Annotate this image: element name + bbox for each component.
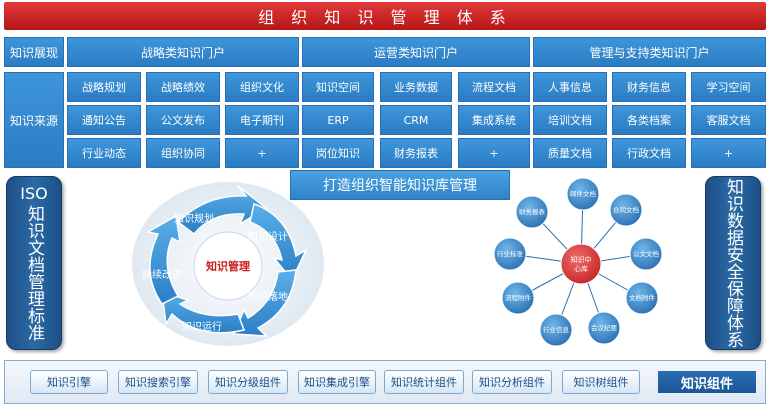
hub-center-circle[interactable] [560,243,602,285]
iso-standard-panel: ISO 知识文档管理标准 [6,176,62,350]
source-item[interactable]: 学习空间 [691,72,766,102]
hub-node[interactable] [566,177,600,211]
component-button[interactable]: 知识分级组件 [208,370,288,394]
row-label-display: 知识展现 [4,37,64,67]
cycle-center-label: 知识管理 [205,259,250,273]
source-item[interactable]: 财务报表 [380,138,452,168]
security-panel: 知识数据安全保障体系 [705,176,761,350]
system-title: 组 织 知 识 管 理 体 系 [4,2,766,30]
hub-node-label: 合同文档 [613,205,639,214]
hub-node-label: 流程附件 [505,293,532,302]
hub-node-label: 公文文档 [633,249,659,258]
hub-node-label: 邮件文档 [570,189,596,198]
hub-center-label: 知识中心库 [571,255,592,273]
hub-node[interactable] [625,281,659,315]
source-item[interactable]: 客服文档 [691,105,766,135]
cycle-segment-planning [176,185,268,236]
security-text: 知识数据安全保障体系 [723,178,743,348]
iso-label: ISO [20,184,48,203]
source-item[interactable]: 行业动态 [67,138,141,168]
component-button[interactable]: 知识分析组件 [472,370,552,394]
cycle-center-circle [193,231,263,301]
cycle-label-landing: 知识落地 [248,290,288,303]
source-item[interactable]: 质量文档 [533,138,607,168]
source-item[interactable]: 组织协同 [146,138,220,168]
source-item[interactable]: 行政文档 [612,138,686,168]
component-button[interactable]: 知识集成引擎 [298,370,376,394]
hub-node[interactable] [501,281,535,315]
source-item[interactable]: 培训文档 [533,105,607,135]
hub-node[interactable] [587,311,621,345]
hub-node-label: 财务报表 [519,207,546,216]
hub-node-label: 会议纪要 [591,323,618,332]
add-item-button[interactable]: + [691,138,766,168]
source-item[interactable]: 人事信息 [533,72,607,102]
source-item[interactable]: 公文发布 [146,105,220,135]
source-item[interactable]: 各类档案 [612,105,686,135]
source-item[interactable]: 集成系统 [458,105,530,135]
source-item[interactable]: 战略绩效 [146,72,220,102]
hub-node[interactable] [493,237,527,271]
source-item[interactable]: 流程文档 [458,72,530,102]
source-item[interactable]: 组织文化 [225,72,299,102]
add-item-button[interactable]: + [225,138,299,168]
source-item[interactable]: 战略规划 [67,72,141,102]
cycle-label-planning: 知识规划 [174,212,214,225]
source-item[interactable]: 财务信息 [612,72,686,102]
cycle-label-design: 知识设计 [248,230,288,243]
component-button[interactable]: 知识搜索引擎 [118,370,198,394]
source-item[interactable]: ERP [302,105,374,135]
center-banner: 打造组织智能知识库管理 [290,170,510,200]
source-item[interactable]: 电子期刊 [225,105,299,135]
portal-management[interactable]: 管理与支持类知识门户 [533,37,766,67]
source-item[interactable]: 岗位知识 [302,138,374,168]
knowledge-hub-diagram: 邮件文档 合同文档 公文文档 文档附件 会议纪要 行业信息 流程附件 行业标准 … [493,177,663,346]
component-button[interactable]: 知识树组件 [562,370,640,394]
add-item-button[interactable]: + [458,138,530,168]
hub-node[interactable] [539,313,573,346]
hub-node-label: 行业标准 [497,249,524,258]
source-item[interactable]: CRM [380,105,452,135]
portal-operation[interactable]: 运营类知识门户 [302,37,530,67]
knowledge-cycle-diagram: 知识管理 知识规划 知识设计 知识落地 知识运行 持续改进 [132,182,324,346]
cycle-label-improve: 持续改进 [142,268,182,281]
hub-node[interactable] [629,237,663,271]
cycle-label-running: 知识运行 [182,320,222,333]
cycle-segment-improve [145,214,181,305]
hub-node-label: 文档附件 [629,293,656,302]
component-button[interactable]: 知识引擎 [30,370,108,394]
row-label-source: 知识来源 [4,72,64,168]
iso-standard-text: 知识文档管理标准 [24,205,44,341]
hub-node[interactable] [515,195,549,229]
source-item[interactable]: 通知公告 [67,105,141,135]
source-item[interactable]: 知识空间 [302,72,374,102]
hub-node-label: 行业信息 [543,325,570,334]
hub-node[interactable] [609,193,643,227]
source-item[interactable]: 业务数据 [380,72,452,102]
component-button[interactable]: 知识统计组件 [384,370,464,394]
components-label: 知识组件 [658,371,756,393]
cycle-segment-landing [232,269,297,337]
portal-strategy[interactable]: 战略类知识门户 [67,37,299,67]
